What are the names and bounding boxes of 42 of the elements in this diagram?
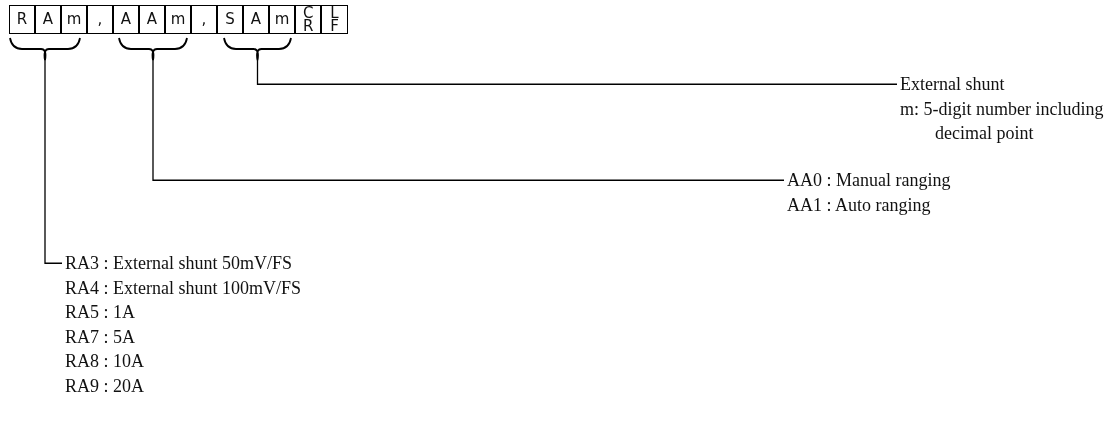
character-cell bbox=[165, 5, 191, 34]
curly-brace bbox=[118, 37, 188, 61]
curly-brace bbox=[9, 37, 81, 61]
cell-text: A bbox=[146, 13, 158, 26]
character-cell bbox=[321, 5, 348, 34]
cell-text: , bbox=[97, 13, 103, 26]
leader-line bbox=[152, 59, 785, 181]
description-text: RA8 : 10A bbox=[65, 350, 144, 373]
character-cell bbox=[217, 5, 243, 34]
cell-text: S bbox=[225, 13, 235, 26]
cell-text: m bbox=[274, 13, 290, 26]
description-text: AA1 : Auto ranging bbox=[787, 193, 931, 217]
description-text: RA9 : 20A bbox=[65, 374, 144, 398]
character-cell bbox=[139, 5, 165, 34]
cell-text: m bbox=[170, 13, 186, 26]
description-text: RA4 : External shunt 100mV/FS bbox=[65, 276, 301, 300]
curly-brace bbox=[223, 37, 292, 61]
character-cell bbox=[269, 5, 295, 34]
description-text: m: 5-digit number including decimal point bbox=[900, 97, 1105, 145]
character-cell bbox=[61, 5, 87, 34]
character-cell bbox=[295, 5, 321, 34]
character-cell bbox=[113, 5, 139, 34]
leader-line bbox=[44, 59, 63, 264]
cell-text: L F bbox=[329, 6, 340, 33]
cell-text: C R bbox=[303, 6, 313, 33]
character-cell bbox=[191, 5, 217, 34]
character-cell bbox=[87, 5, 113, 34]
character-cell bbox=[35, 5, 61, 34]
description-text: RA7 : 5A bbox=[65, 325, 135, 349]
character-cell bbox=[243, 5, 269, 34]
cell-text: m bbox=[66, 13, 82, 26]
cell-text: R bbox=[16, 13, 28, 26]
cell-text: A bbox=[250, 13, 262, 26]
description-text: RA3 : External shunt 50mV/FS bbox=[65, 252, 292, 275]
cell-text: A bbox=[120, 13, 132, 26]
leader-line bbox=[256, 59, 898, 85]
cell-text: , bbox=[201, 13, 207, 26]
description-text: RA5 : 1A bbox=[65, 301, 135, 324]
character-cell bbox=[9, 5, 35, 34]
cell-text: A bbox=[42, 13, 54, 26]
description-text: AA0 : Manual ranging bbox=[787, 169, 951, 192]
description-text: External shunt bbox=[900, 73, 1005, 96]
